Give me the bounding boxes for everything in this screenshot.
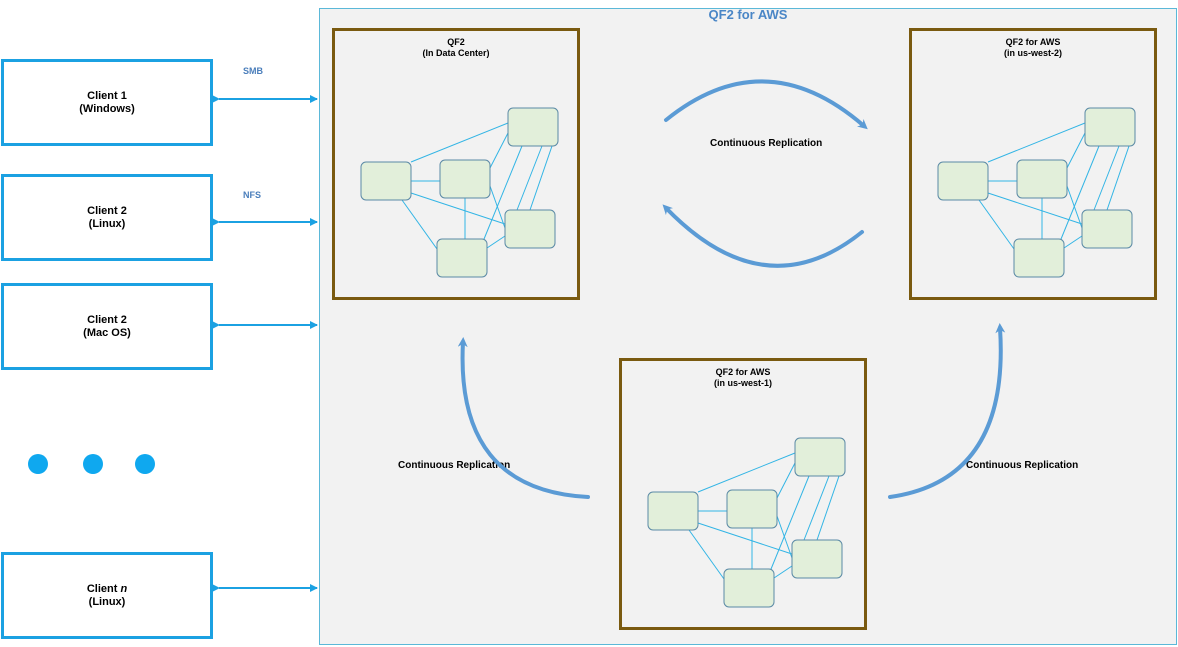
replication-arrow-west2-to-dc [662,204,864,268]
client-2-mac-os: (Mac OS) [83,326,131,339]
client-2-mac-name: Client 2 [87,313,127,326]
cluster-node [791,539,843,579]
replication-arrow-west1-to-dc [457,337,590,499]
replication-label-left: Continuous Replication [398,460,511,471]
node-link [481,145,523,245]
node-link [1106,145,1130,211]
node-link [803,475,830,541]
client-2-mac-box: Client 2 (Mac OS) [1,283,213,370]
node-link [410,122,509,163]
cluster-node [937,161,989,201]
node-link [489,132,509,169]
cluster-data-center-title: QF2(In Data Center) [422,37,490,58]
ellipsis-dot-3 [135,454,155,474]
cluster-node [723,568,775,608]
cluster-west2-graph [937,107,1136,278]
node-link [768,475,810,575]
client-2-linux-box: Client 2 (Linux) [1,174,213,261]
replication-label-right: Continuous Replication [966,460,1079,471]
cluster-us-west-2-title: QF2 for AWS(in us-west-2) [1003,37,1062,58]
cluster-node [1016,159,1068,199]
client-1-os: (Windows) [79,102,135,115]
ellipsis-dot-1 [28,454,48,474]
cluster-node [647,491,699,531]
cluster-node [360,161,412,201]
node-link [410,192,506,225]
cluster-node [507,107,559,147]
cluster-node [726,489,778,529]
node-link [816,475,840,541]
node-link [987,122,1086,163]
node-link [1093,145,1120,211]
node-link [1063,235,1083,249]
node-link [697,452,796,493]
node-link [1066,132,1086,169]
node-link [529,145,553,211]
client-n-os: (Linux) [88,595,126,608]
node-link [773,565,793,579]
cluster-node [794,437,846,477]
cluster-node [1013,238,1065,278]
cluster-node [504,209,556,249]
node-link [1058,145,1100,245]
node-link [401,199,443,257]
node-link [516,145,543,211]
client-2-linux-name: Client 2 [87,204,127,217]
cluster-node [439,159,491,199]
node-link [776,462,796,499]
node-link [688,529,730,587]
node-link [978,199,1020,257]
client-2-linux-os: (Linux) [88,217,126,230]
client-n-name: Client n [86,582,128,595]
cluster-us-west-1-title: QF2 for AWS(in us-west-1) [713,367,772,388]
ellipsis-dot-2 [83,454,103,474]
node-link [987,192,1083,225]
client-n-box: Client n (Linux) [1,552,213,639]
replication-label-top: Continuous Replication [710,138,823,149]
cluster-dc-graph [360,107,559,278]
node-link [486,235,506,249]
cluster-west1-graph [647,437,846,608]
client-n-variable: n [120,582,128,595]
client-1-name: Client 1 [87,89,127,102]
cluster-node [1084,107,1136,147]
cluster-node [436,238,488,278]
client-1-box: Client 1 (Windows) [1,59,213,146]
replication-arrow-dc-to-west2 [664,79,868,130]
nfs-label: NFS [243,190,261,200]
replication-arrow-west1-to-west2 [888,323,1006,499]
diagram-title: QF2 for AWS [708,7,788,22]
smb-label: SMB [243,66,263,76]
node-link [697,522,793,555]
cluster-node [1081,209,1133,249]
